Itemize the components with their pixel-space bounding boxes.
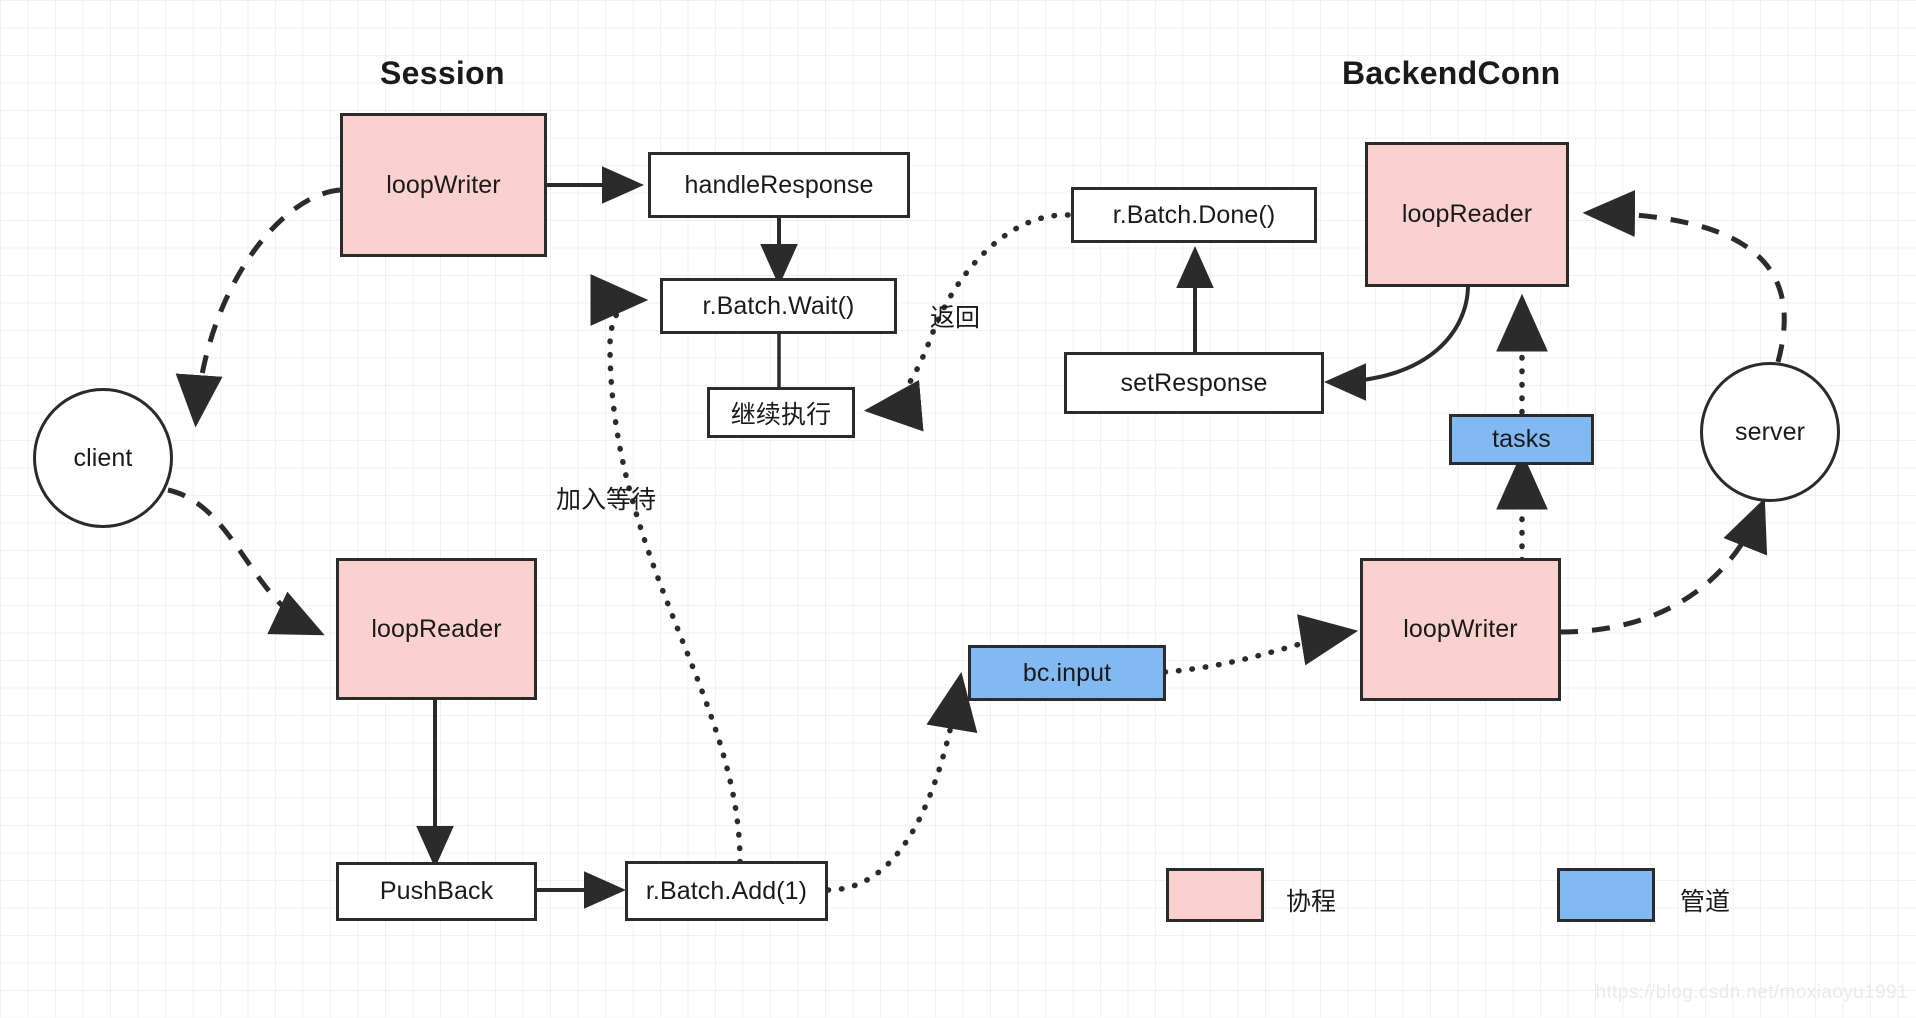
node-pushback[interactable]: PushBack: [336, 862, 537, 921]
node-client[interactable]: client: [33, 388, 173, 528]
group-title-backendconn: BackendConn: [1342, 55, 1561, 91]
edge-client-sessionloopreader: [167, 487, 325, 636]
legend-label-channel: 管道: [1680, 888, 1731, 916]
edge-bcloopreader-setresponse: [1324, 284, 1470, 401]
watermark: https://blog.csdn.net/moxiaoyu1991: [1595, 982, 1908, 1003]
node-tasks[interactable]: tasks: [1449, 414, 1594, 465]
node-handleresponse[interactable]: handleResponse: [648, 152, 910, 218]
group-title-session: Session: [380, 55, 505, 91]
legend-swatch-goroutine: [1166, 868, 1264, 922]
node-server[interactable]: server: [1700, 362, 1840, 502]
edge-batchadd-batchwait: [590, 274, 743, 865]
node-setresponse[interactable]: setResponse: [1064, 352, 1324, 414]
node-batch-done[interactable]: r.Batch.Done(): [1071, 187, 1317, 243]
edge-server-bcloopreader: [1582, 190, 1787, 363]
node-session-loopreader[interactable]: loopReader: [336, 558, 537, 700]
node-bc-loopwriter[interactable]: loopWriter: [1360, 558, 1561, 701]
edge-loopwriter-client: [175, 187, 341, 428]
edge-batchadd-bcinput: [825, 671, 978, 893]
edge-bcinput-bcloopwriter: [1162, 614, 1359, 675]
edge-label-return: 返回: [930, 304, 981, 332]
node-batch-add[interactable]: r.Batch.Add(1): [625, 861, 828, 921]
node-session-loopwriter[interactable]: loopWriter: [340, 113, 547, 257]
legend-label-goroutine: 协程: [1286, 888, 1337, 916]
legend-swatch-channel: [1557, 868, 1655, 922]
edge-bcloopwriter-server: [1559, 498, 1768, 635]
edge-label-join-wait: 加入等待: [556, 486, 657, 514]
node-bc-input[interactable]: bc.input: [968, 645, 1166, 701]
node-batch-wait[interactable]: r.Batch.Wait(): [660, 278, 897, 334]
node-bc-loopreader[interactable]: loopReader: [1365, 142, 1569, 287]
node-continue-exec[interactable]: 继续执行: [707, 387, 855, 438]
